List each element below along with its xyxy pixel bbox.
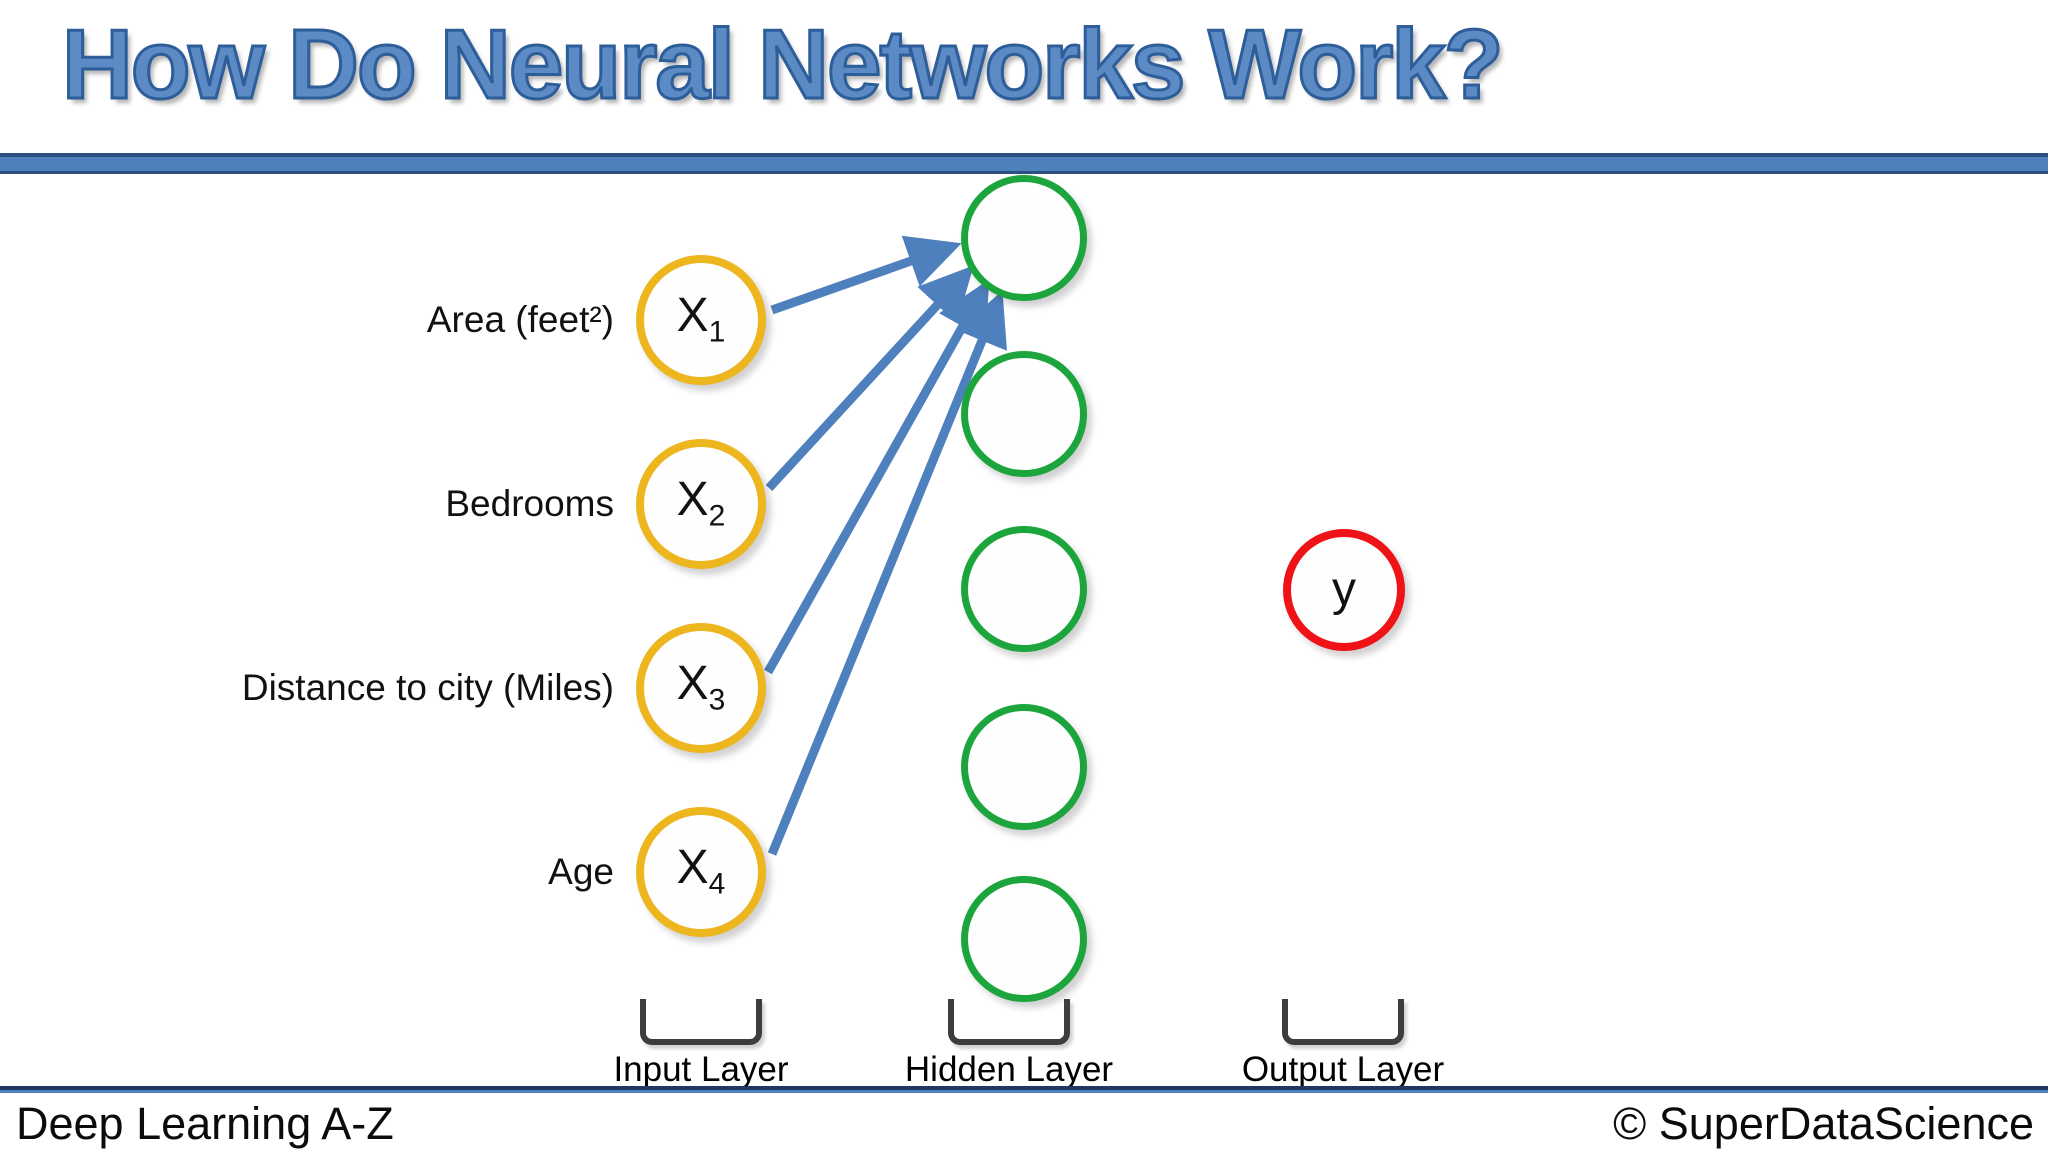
title-divider (0, 153, 2048, 174)
input-label-area: Area (feet²) (426, 299, 614, 340)
input-neuron-x4-symbol: X4 (676, 841, 726, 901)
input-layer-label: Input Layer (613, 1050, 789, 1089)
output-layer-bracket (1282, 999, 1404, 1045)
input-neuron-x2: X2 (636, 439, 766, 569)
input-label-distance: Distance to city (Miles) (241, 667, 614, 708)
footer-divider (0, 1086, 2048, 1093)
page-title: How Do Neural Networks Work? (61, 8, 1506, 121)
input-label-bedrooms: Bedrooms (445, 483, 614, 524)
input-neuron-x4: X4 (636, 807, 766, 937)
input-layer-bracket (640, 999, 762, 1045)
hidden-neuron-5 (961, 876, 1087, 1002)
input-neuron-x2-symbol: X2 (676, 473, 726, 533)
input-label-age: Age (548, 851, 614, 892)
footer-copyright: © SuperDataScience (1613, 1098, 2034, 1149)
hidden-neuron-2 (961, 351, 1087, 477)
output-neuron-y: y (1283, 529, 1405, 651)
input-neuron-x3: X3 (636, 623, 766, 753)
output-layer-label: Output Layer (1241, 1050, 1445, 1089)
hidden-neuron-4 (961, 704, 1087, 830)
input-neuron-x3-symbol: X3 (676, 657, 726, 717)
hidden-layer-label: Hidden Layer (904, 1050, 1114, 1089)
hidden-neuron-1 (961, 175, 1087, 301)
connection-x3-h1 (764, 279, 990, 675)
input-neuron-x1-symbol: X1 (676, 289, 726, 349)
connection-x1-h1 (770, 235, 962, 315)
hidden-layer-bracket (948, 999, 1070, 1045)
input-neuron-x1: X1 (636, 255, 766, 385)
hidden-neuron-3 (961, 526, 1087, 652)
footer-course-name: Deep Learning A-Z (16, 1098, 394, 1149)
output-neuron-y-symbol: y (1332, 563, 1356, 616)
connection-x2-h1 (765, 265, 974, 492)
